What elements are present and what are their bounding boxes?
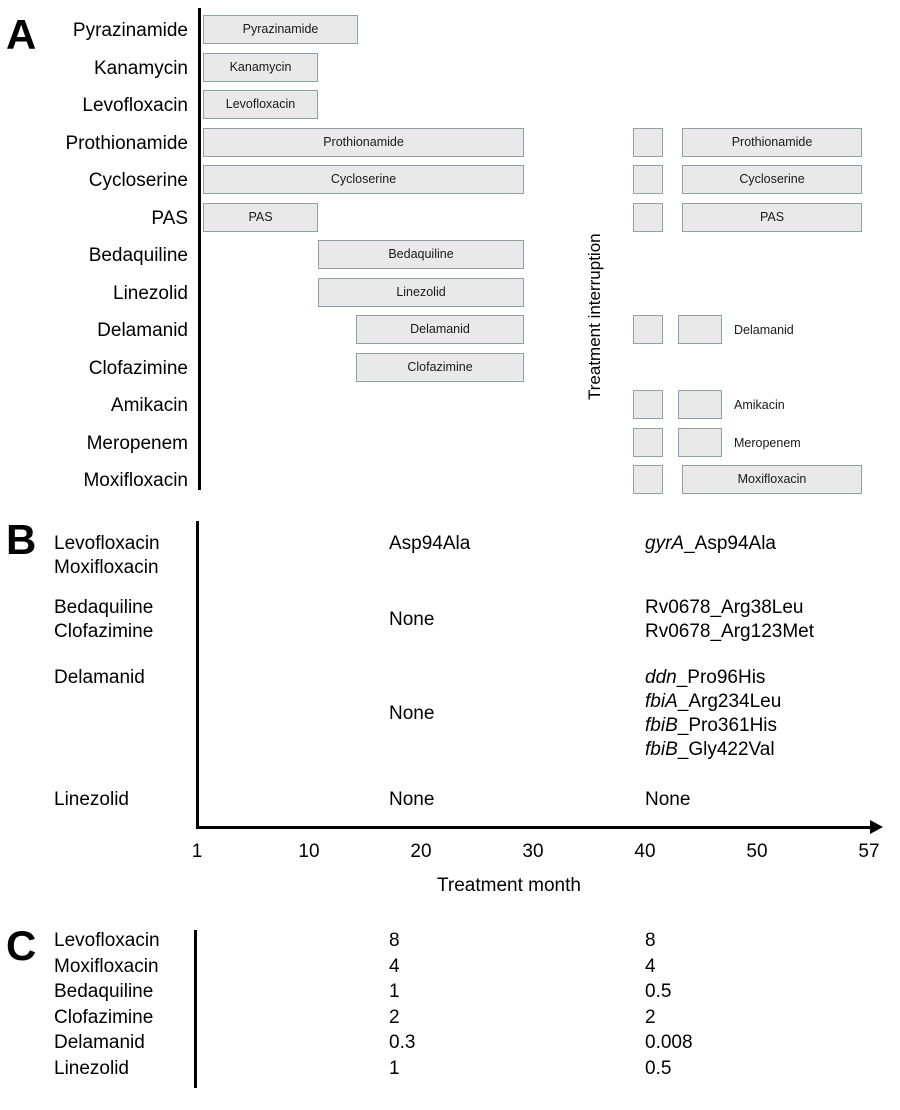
treatment-bar: Pyrazinamide (203, 15, 358, 44)
panel-b-tick-label: 50 (746, 841, 768, 862)
panel-a-axis (198, 8, 201, 490)
panel-c-mic-month20: 1 (389, 1057, 400, 1079)
gene-name: gyrA (645, 533, 685, 554)
panel-a-row-label: Bedaquiline (88, 245, 188, 266)
panel-c-drug-label: Bedaquiline (54, 981, 154, 1002)
gene-name: fbiB (645, 715, 678, 736)
panel-c-mic-month40: 0.5 (645, 981, 672, 1002)
panel-b-letter: B (6, 516, 37, 563)
panel-a-row-label: Kanamycin (94, 57, 188, 79)
panel-b-mutation-month40: Rv0678_Arg38Leu (645, 597, 804, 618)
panel-c-mic-month40: 0.008 (645, 1032, 693, 1053)
gene-name: fbiB (645, 739, 678, 760)
panel-b-tick-label: 30 (522, 841, 544, 862)
panel-c-mic-month40: 4 (645, 955, 656, 977)
panel-a-row-label: PAS (151, 207, 188, 229)
treatment-bar: PAS (682, 202, 862, 232)
panel-a-row-label: Prothionamide (65, 132, 188, 154)
gene-name: fbiA (645, 691, 678, 712)
gene-name: ddn (645, 667, 677, 688)
panel-a-row-label: Levofloxacin (82, 95, 188, 116)
treatment-bar-external-label: Meropenem (734, 435, 801, 450)
panel-c-mic-month40: 0.5 (645, 1057, 672, 1079)
panel-b-axis-title: Treatment month (437, 875, 581, 896)
panel-c-drug-label: Levofloxacin (54, 930, 160, 951)
panel-c-mic-month20: 2 (389, 1006, 400, 1028)
treatment-bar: Bedaquiline (318, 240, 524, 269)
panel-b-mutation-month40: gyrA_Asp94Ala (645, 533, 776, 554)
panel-b-tick-label: 1 (191, 841, 203, 862)
treatment-bar-external-label: Delamanid (734, 323, 794, 337)
panel-b-mutation-month20: None (389, 609, 435, 630)
treatment-bar-stub (633, 127, 663, 157)
panel-a-letter: A (6, 11, 37, 58)
panel-c-drug-label: Moxifloxacin (54, 955, 159, 977)
panel-c-mic-month40: 8 (645, 930, 656, 951)
panel-c-drug-label: Linezolid (54, 1057, 129, 1079)
treatment-bar: Prothionamide (203, 127, 524, 157)
panel-c-mic-month20: 1 (389, 981, 400, 1002)
panel-b-mutation-month20: None (389, 789, 435, 810)
treatment-bar: Delamanid (356, 315, 524, 344)
panel-c-mic-month40: 2 (645, 1006, 656, 1028)
panel-c-drug-label: Clofazimine (54, 1006, 154, 1028)
panel-b-mutation-month40: None (645, 789, 691, 810)
treatment-bar-stub (633, 390, 663, 419)
panel-a-row-label: Pyrazinamide (72, 20, 188, 41)
panel-b-drug-label: Linezolid (54, 789, 129, 810)
treatment-bar: Cycloserine (682, 165, 862, 194)
panel-b-y-axis (196, 521, 199, 829)
panel-a-row-label: Linezolid (113, 282, 188, 304)
treatment-bar: PAS (203, 202, 318, 232)
treatment-bar-stub (633, 427, 663, 457)
treatment-bar-stub (678, 315, 722, 344)
treatment-bar-stub (678, 390, 722, 419)
panel-c-mic-month20: 8 (389, 930, 400, 951)
panel-b-drug-label: Levofloxacin (54, 533, 160, 554)
panel-a-row-label: Meropenem (86, 432, 188, 454)
panel-b-tick-label: 20 (410, 841, 432, 862)
panel-b-mutation-month40: Rv0678_Arg123Met (645, 621, 814, 642)
panel-a-row-label: Amikacin (110, 395, 188, 416)
treatment-bar: Kanamycin (203, 52, 318, 82)
panel-a-row-label: Moxifloxacin (83, 470, 188, 491)
panel-b-drug-label: Delamanid (54, 667, 145, 688)
panel-c-drug-label: Delamanid (54, 1032, 145, 1053)
treatment-bar-stub (633, 465, 663, 494)
panel-a-row-label: Cycloserine (88, 170, 188, 191)
treatment-bar: Clofazimine (356, 352, 524, 382)
treatment-bar-stub (678, 427, 722, 457)
treatment-bar: Cycloserine (203, 165, 524, 194)
panel-c-divider (194, 930, 197, 1088)
treatment-bar-stub (633, 315, 663, 344)
panel-b-mutation-month40: fbiB_Gly422Val (645, 739, 775, 760)
treatment-bar: Levofloxacin (203, 90, 318, 119)
panel-b-mutation-month40: ddn_Pro96His (645, 667, 766, 688)
treatment-bar-external-label: Amikacin (734, 398, 785, 412)
panel-c-mic-month20: 4 (389, 955, 400, 977)
treatment-bar-stub (633, 202, 663, 232)
treatment-bar-stub (633, 165, 663, 194)
panel-b-mutation-month40: fbiB_Pro361His (645, 715, 778, 736)
panel-a-row-label: Clofazimine (88, 357, 188, 379)
panel-c-letter: C (6, 922, 37, 969)
panel-a-row-label: Delamanid (97, 320, 188, 341)
panel-b-drug-label: Bedaquiline (54, 597, 154, 618)
panel-c-mic-month20: 0.3 (389, 1032, 416, 1053)
panel-b-drug-label: Moxifloxacin (54, 557, 159, 578)
treatment-bar: Linezolid (318, 277, 524, 307)
treatment-bar: Prothionamide (682, 127, 862, 157)
treatment-interruption-label: Treatment interruption (585, 233, 604, 400)
panel-b-x-axis (196, 826, 872, 829)
treatment-bar: Moxifloxacin (682, 465, 862, 494)
panel-b-tick-label: 57 (858, 841, 880, 862)
panel-b-tick-label: 40 (634, 841, 656, 862)
panel-b-tick-label: 10 (298, 841, 320, 862)
panel-b-drug-label: Clofazimine (54, 621, 154, 642)
panel-b-x-axis-arrow-icon (870, 820, 883, 834)
panel-b-mutation-month20: Asp94Ala (389, 533, 471, 554)
panel-b-mutation-month20: None (389, 703, 435, 724)
panel-b-mutation-month40: fbiA_Arg234Leu (645, 691, 782, 712)
